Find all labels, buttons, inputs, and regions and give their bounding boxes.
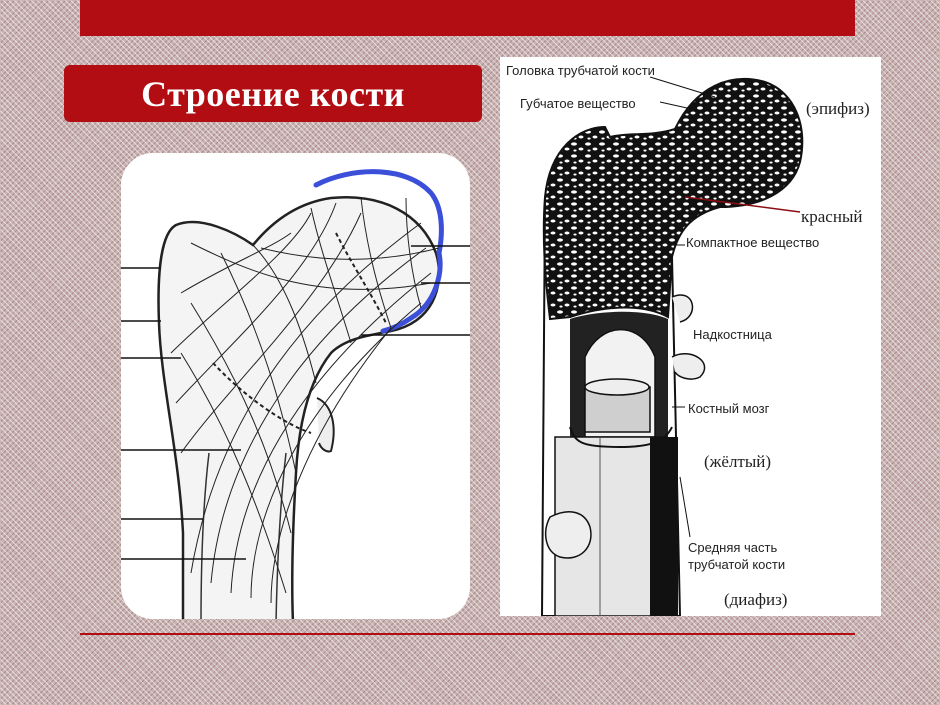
pointer-lines (121, 245, 470, 560)
bottom-accent-line (80, 633, 855, 635)
trabecular-lines (170, 197, 440, 604)
page-title: Строение кости (141, 73, 405, 114)
periosteum-sleeve (569, 426, 673, 449)
label-head: Головка трубчатой кости (506, 63, 655, 78)
title-banner: Строение кости (64, 65, 482, 122)
femur-trabecular-figure (121, 153, 470, 619)
bone-section-drawing (540, 76, 804, 616)
label-diaphysis: (диафиз) (724, 590, 788, 609)
femur-drawing (121, 169, 470, 619)
label-marrow: Костный мозг (688, 401, 770, 416)
shaft (540, 196, 682, 616)
red-pointer (684, 196, 801, 213)
top-accent-bar (80, 0, 855, 36)
label-middle-line2: трубчатой кости (688, 557, 786, 572)
label-periosteum: Надкостница (693, 327, 772, 342)
label-spongy: Губчатое вещество (520, 96, 636, 111)
label-yellow: (жёлтый) (704, 452, 772, 471)
label-compact: Компактное вещество (686, 235, 820, 250)
label-middle-line1: Средняя часть (688, 540, 778, 555)
pointer-lines-right (649, 76, 716, 538)
label-epiphysis: (эпифиз) (806, 99, 870, 118)
bone-structure-figure (500, 57, 881, 616)
spongy-region (542, 78, 804, 321)
label-red: красный (801, 207, 863, 226)
